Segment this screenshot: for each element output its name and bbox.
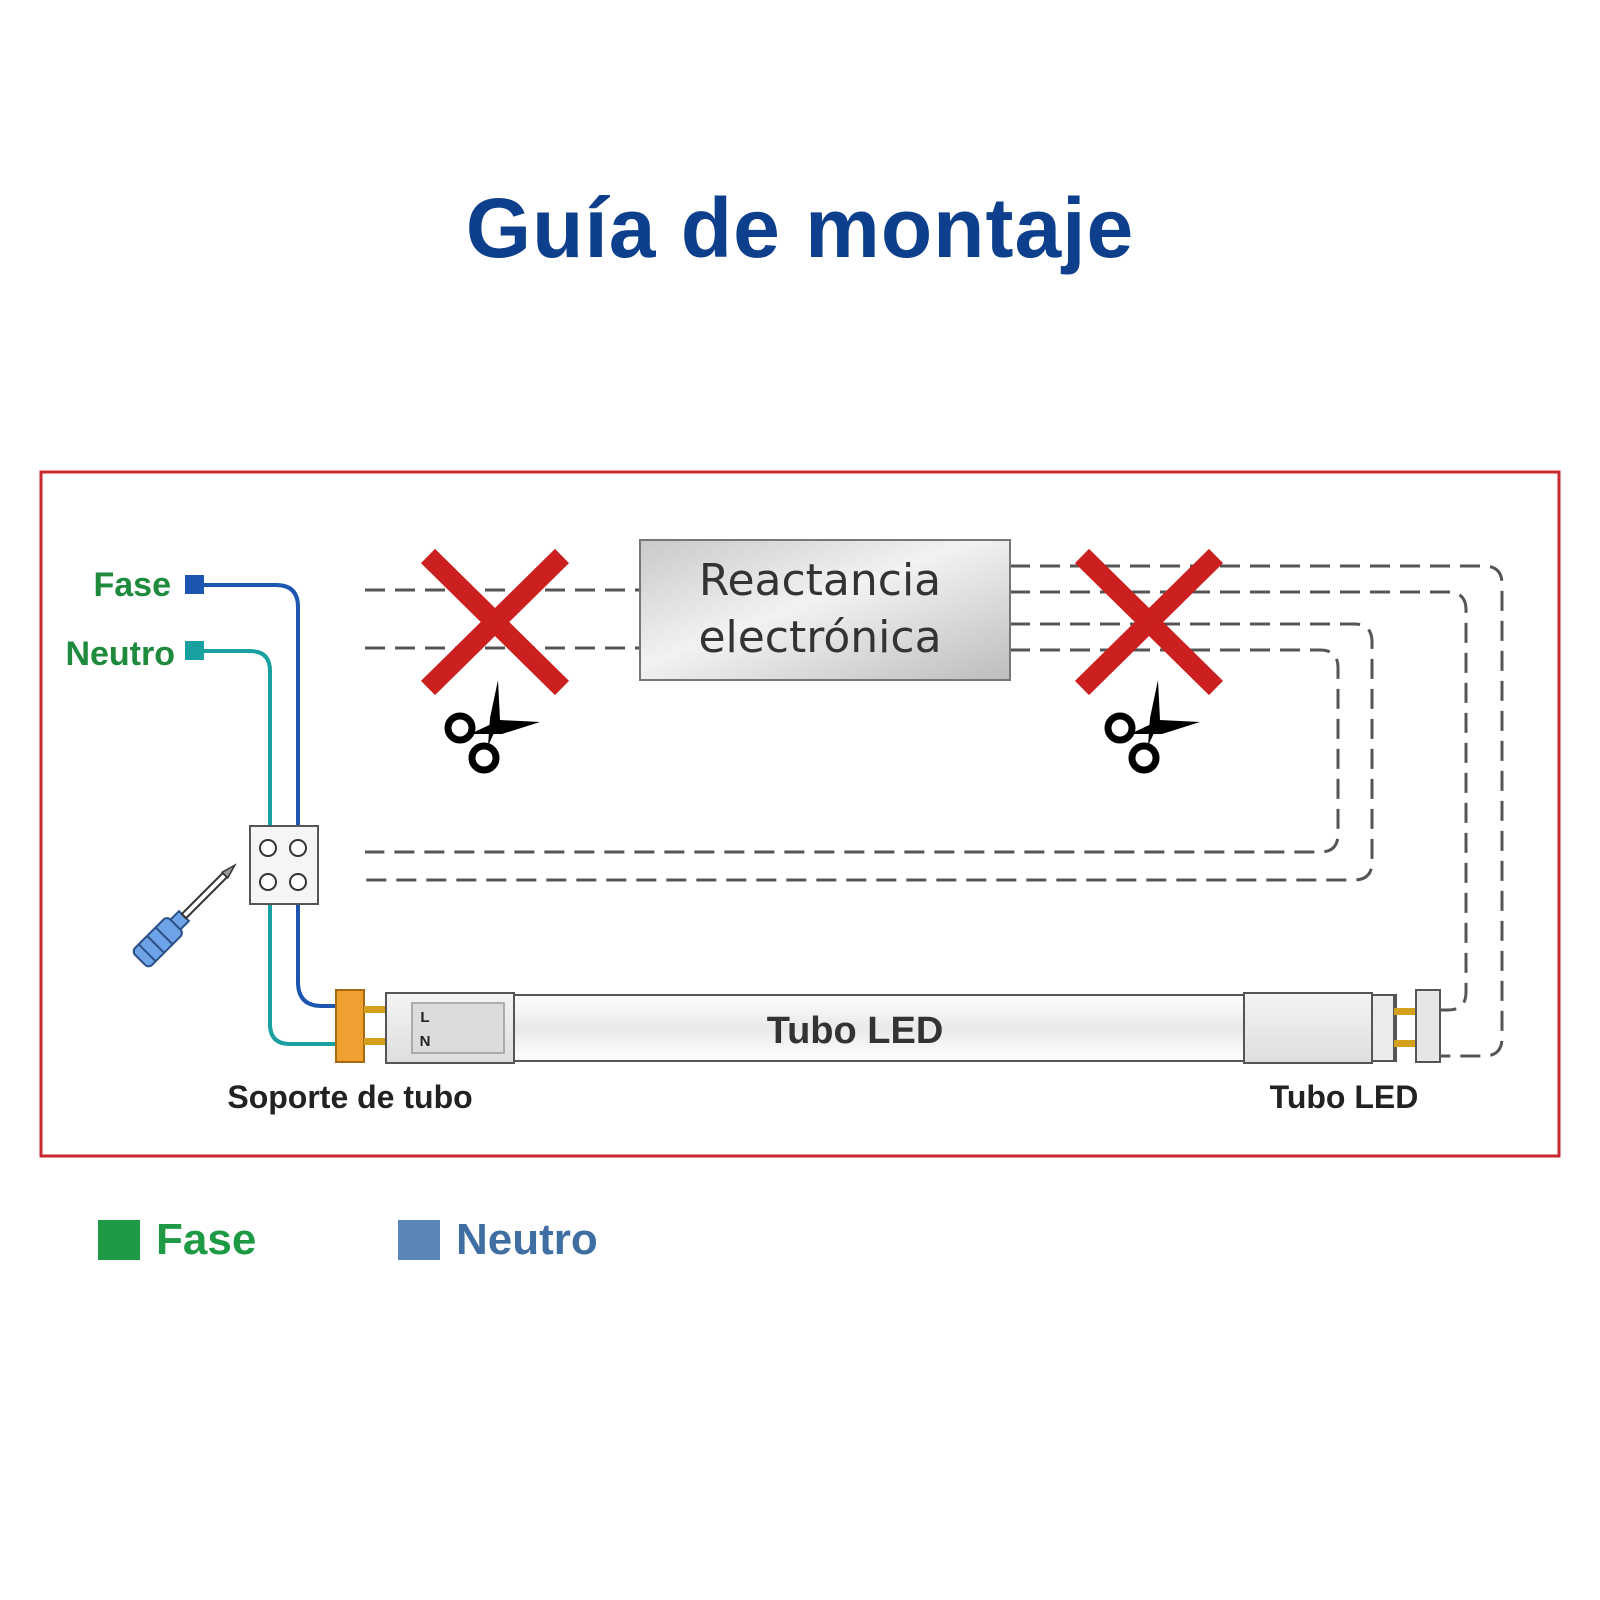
led-tube: L N Tubo LED xyxy=(385,992,1397,1064)
ballast-label-line2: electrónica xyxy=(698,612,941,663)
legend-item-neutral: Neutro xyxy=(398,1215,598,1265)
pin-label-n: N xyxy=(420,1033,431,1050)
legend-swatch-neutral xyxy=(398,1220,440,1260)
ballast-label-line1: Reactancia xyxy=(699,555,941,606)
tube-holder-left xyxy=(335,989,386,1063)
legend-swatch-phase xyxy=(98,1220,140,1260)
phase-wire xyxy=(204,583,345,1008)
tube-label: Tubo LED xyxy=(767,1010,944,1052)
neutral-wire-terminal xyxy=(185,641,204,660)
wire-label-phase: Fase xyxy=(94,566,172,604)
scissors-icon xyxy=(1104,680,1200,774)
remove-cross-left-icon xyxy=(420,548,570,696)
legend-item-phase: Fase xyxy=(98,1215,256,1265)
scissors-icon xyxy=(444,680,540,774)
legend-label-phase: Fase xyxy=(156,1215,257,1264)
remove-cross-right-icon xyxy=(1074,548,1224,696)
old-wiring-left xyxy=(365,588,640,650)
electronic-ballast: Reactancia electrónica xyxy=(639,539,1011,681)
old-wiring-right xyxy=(365,564,1504,1058)
legend-label-neutral: Neutro xyxy=(456,1215,598,1264)
caption-tube-holder: Soporte de tubo xyxy=(227,1079,472,1115)
terminal-block xyxy=(249,825,319,905)
wire-label-neutral: Neutro xyxy=(65,635,175,673)
caption-led-tube: Tubo LED xyxy=(1270,1079,1419,1115)
diagram-frame xyxy=(39,470,1561,1158)
pin-label-l: L xyxy=(420,1009,429,1026)
tube-holder-right xyxy=(1394,989,1441,1063)
phase-wire-terminal xyxy=(185,575,204,594)
page-title: Guía de montaje xyxy=(465,181,1135,275)
screwdriver-icon xyxy=(132,863,237,968)
